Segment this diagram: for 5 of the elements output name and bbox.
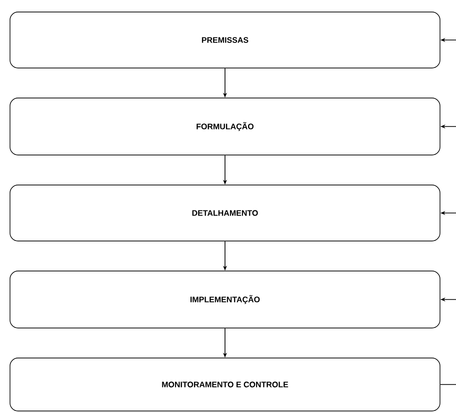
process-box: PREMISSAS: [10, 12, 440, 68]
process-box: IMPLEMENTAÇÃO: [10, 270, 440, 328]
process-box: DETALHAMENTO: [10, 184, 440, 242]
process-box: FORMULAÇÃO: [10, 98, 440, 156]
process-box: MONITORAMENTO E CONTROLE: [10, 358, 440, 412]
